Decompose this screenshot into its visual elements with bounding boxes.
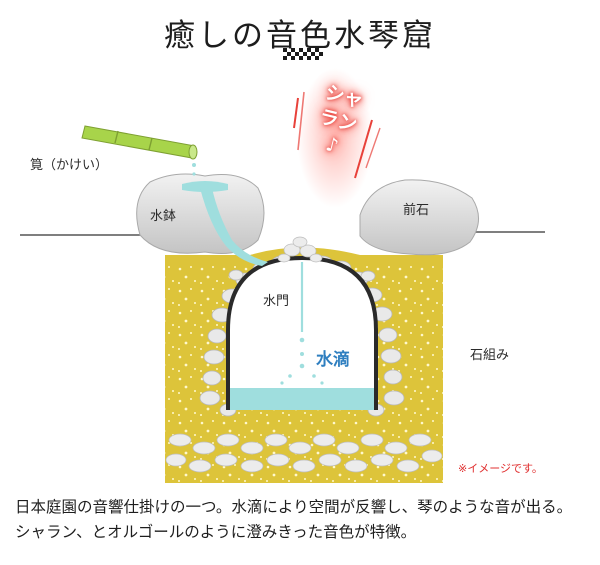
image-note: ※イメージです。	[458, 462, 543, 475]
label-stone-group: 石組み	[470, 348, 510, 363]
page-title: 癒しの音色水琴窟	[164, 18, 436, 54]
chamber-interior	[228, 258, 376, 410]
label-water-gate: 水門	[263, 294, 290, 309]
bamboo-spout	[81, 125, 198, 160]
chamber-water	[230, 388, 374, 410]
bottom-gravel	[165, 433, 443, 473]
basin-water-top	[182, 181, 228, 192]
spout-drops	[192, 163, 196, 176]
label-water-drop: 水滴	[316, 350, 350, 370]
label-kakei: 筧（かけい）	[30, 158, 109, 173]
label-front-stone: 前石	[403, 203, 430, 218]
caption: 日本庭園の音響仕掛けの一つ。水滴により空間が反響し、琴のような音が出る。シャラン…	[15, 498, 573, 541]
front-stone	[359, 179, 479, 256]
label-water-basin: 水鉢	[150, 209, 177, 224]
top-pebbles	[277, 236, 323, 263]
checker-ornament	[283, 48, 323, 60]
chamber-wall	[226, 255, 378, 410]
water-droplets	[280, 337, 324, 385]
basin-overflow	[200, 188, 268, 266]
water-basin-stone	[136, 173, 265, 254]
